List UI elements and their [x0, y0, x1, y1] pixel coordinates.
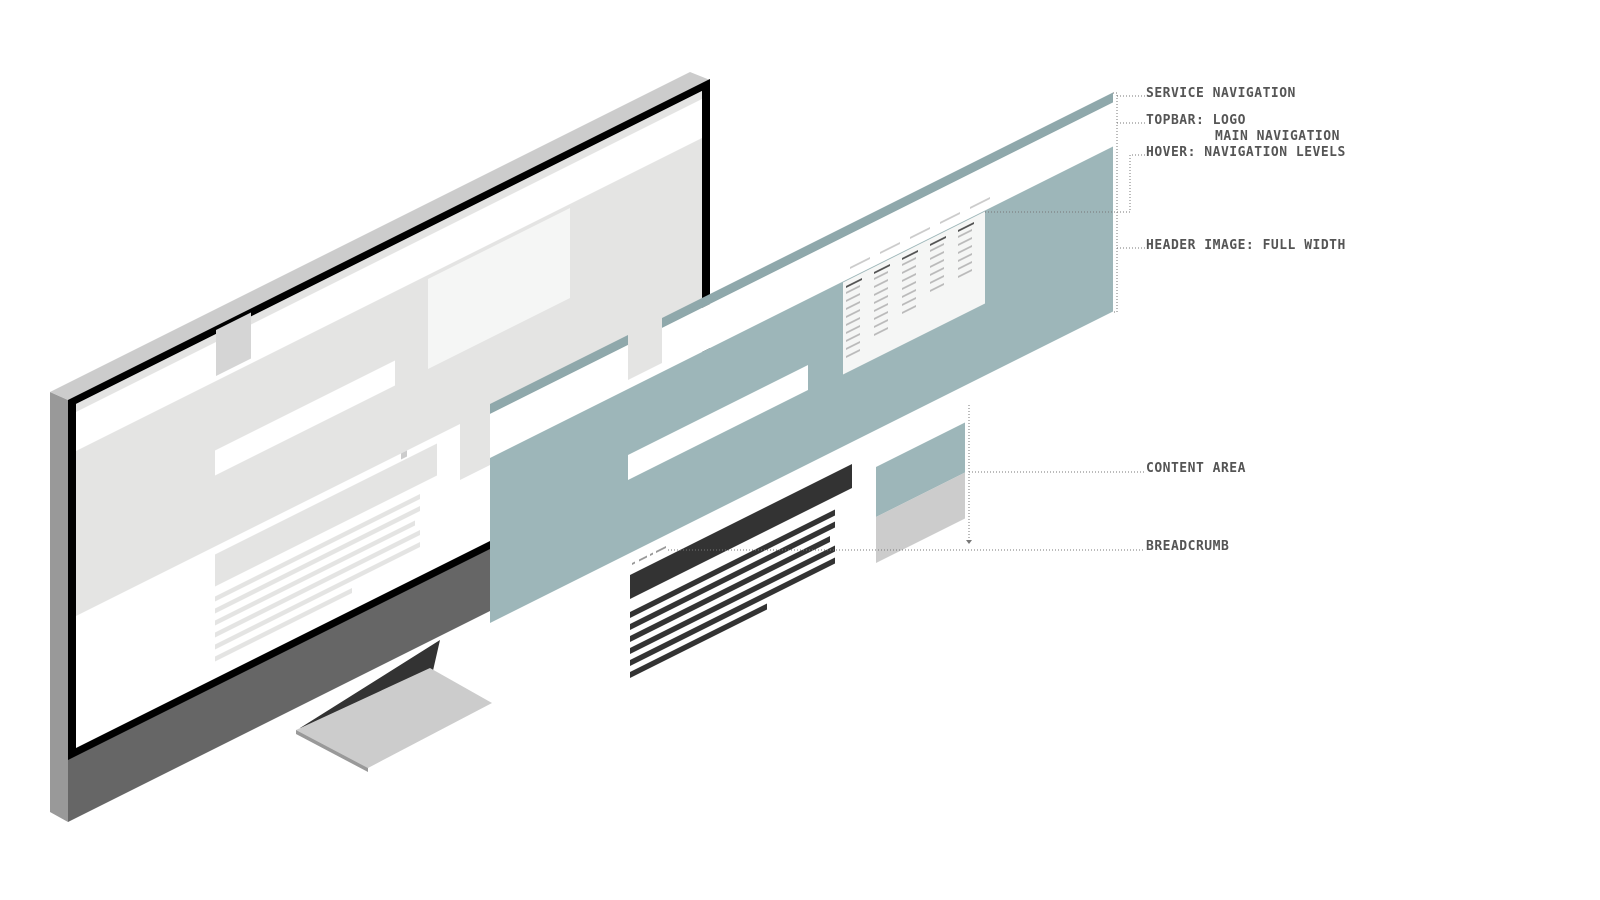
- content-text-line: [630, 557, 835, 666]
- dropdown-link: [930, 243, 944, 252]
- nav-item: [970, 197, 990, 209]
- exploded-layer: [490, 92, 1113, 678]
- dropdown-link: [930, 259, 944, 268]
- dropdown-link: [930, 275, 944, 284]
- dropdown-link: [902, 281, 916, 290]
- dropdown-link: [930, 283, 944, 292]
- label-topbar-logo: TOPBAR: LOGO: [1146, 113, 1246, 128]
- dropdown-link: [958, 245, 972, 254]
- dropdown-link: [902, 305, 916, 314]
- nav-item: [940, 212, 960, 224]
- label-main-navigation: MAIN NAVIGATION: [1215, 129, 1340, 144]
- dropdown-link: [874, 295, 888, 304]
- content-text-line: [630, 521, 835, 630]
- leader-header-bracket: [1113, 92, 1118, 313]
- dropdown-heading: [902, 250, 918, 260]
- screen-text-line: [215, 588, 352, 662]
- dropdown-link: [874, 279, 888, 288]
- monitor-side: [50, 392, 68, 822]
- sidebar-box: [876, 472, 965, 563]
- screen-dropdown: [428, 208, 570, 369]
- screen-text-line: [215, 530, 420, 638]
- screen-search: [215, 360, 395, 476]
- dropdown-link: [846, 333, 860, 342]
- arrow-down-icon: [966, 540, 972, 544]
- dropdown-link: [846, 293, 860, 302]
- monitor: [50, 72, 710, 822]
- dropdown-link: [930, 267, 944, 276]
- label-content-area: CONTENT AREA: [1146, 461, 1246, 476]
- screen-title: [215, 443, 437, 587]
- screen-text-line: [215, 494, 420, 602]
- dropdown-link: [846, 317, 860, 326]
- monitor-logo-icon: [401, 450, 407, 460]
- dropdown-link: [958, 237, 972, 246]
- sidebar-image: [876, 422, 965, 517]
- monitor-stand-neck: [300, 640, 440, 735]
- dropdown-link: [846, 285, 860, 294]
- content-text-line: [630, 536, 830, 642]
- nav-item: [910, 227, 930, 239]
- dropdown-link: [902, 257, 916, 266]
- screen-text-line: [215, 506, 420, 614]
- logo-placeholder: [628, 315, 662, 380]
- dropdown-link: [846, 301, 860, 310]
- dropdown-heading: [930, 236, 946, 246]
- dropdown-heading: [874, 264, 890, 274]
- dropdown-link: [958, 261, 972, 270]
- screen-text-line: [215, 542, 420, 650]
- dropdown-link: [846, 341, 860, 350]
- dropdown-link: [930, 251, 944, 260]
- breadcrumb-mark: [650, 552, 653, 556]
- dropdown-link: [902, 289, 916, 298]
- content-text-line: [630, 603, 767, 678]
- dropdown-link: [902, 265, 916, 274]
- dropdown-link: [958, 269, 972, 278]
- dropdown-link: [874, 319, 888, 328]
- breadcrumb-mark: [639, 555, 647, 562]
- dropdown-link: [958, 253, 972, 262]
- dropdown-heading: [846, 278, 862, 288]
- dropdown-link: [902, 297, 916, 306]
- screen-text-line: [215, 520, 415, 626]
- label-service-navigation: SERVICE NAVIGATION: [1146, 86, 1296, 101]
- content-text-line: [630, 545, 835, 654]
- label-breadcrumb: BREADCRUMB: [1146, 539, 1230, 554]
- main-navigation: [850, 197, 990, 269]
- label-hover-levels: HOVER: NAVIGATION LEVELS: [1146, 145, 1346, 160]
- screen-logo: [216, 312, 251, 376]
- monitor-face: [68, 79, 710, 822]
- leader-lines: [668, 92, 1145, 551]
- dropdown-link: [874, 287, 888, 296]
- leader-hover: [985, 154, 1145, 213]
- monitor-stand-base: [296, 668, 492, 768]
- breadcrumb-mark: [656, 546, 666, 553]
- content-text-line: [630, 509, 835, 618]
- dropdown-link: [846, 309, 860, 318]
- monitor-stand-base-edge: [296, 730, 368, 772]
- dropdown-link: [846, 325, 860, 334]
- label-header-image: HEADER IMAGE: FULL WIDTH: [1146, 238, 1346, 253]
- dropdown-link: [874, 303, 888, 312]
- dropdown-link: [902, 273, 916, 282]
- content-title: [630, 464, 852, 599]
- search-bar: [628, 365, 808, 480]
- breadcrumb-mark: [632, 561, 635, 565]
- breadcrumb-marks: [632, 546, 666, 565]
- dropdown-link: [874, 327, 888, 336]
- screen-sidebar: [460, 379, 490, 480]
- dropdown-link: [958, 229, 972, 238]
- dropdown-heading: [958, 222, 974, 232]
- nav-item: [880, 242, 900, 254]
- dropdown-link: [874, 271, 888, 280]
- dropdown-link: [874, 311, 888, 320]
- monitor-top-edge: [50, 72, 710, 400]
- dropdown-link: [846, 349, 860, 358]
- nav-item: [850, 257, 870, 269]
